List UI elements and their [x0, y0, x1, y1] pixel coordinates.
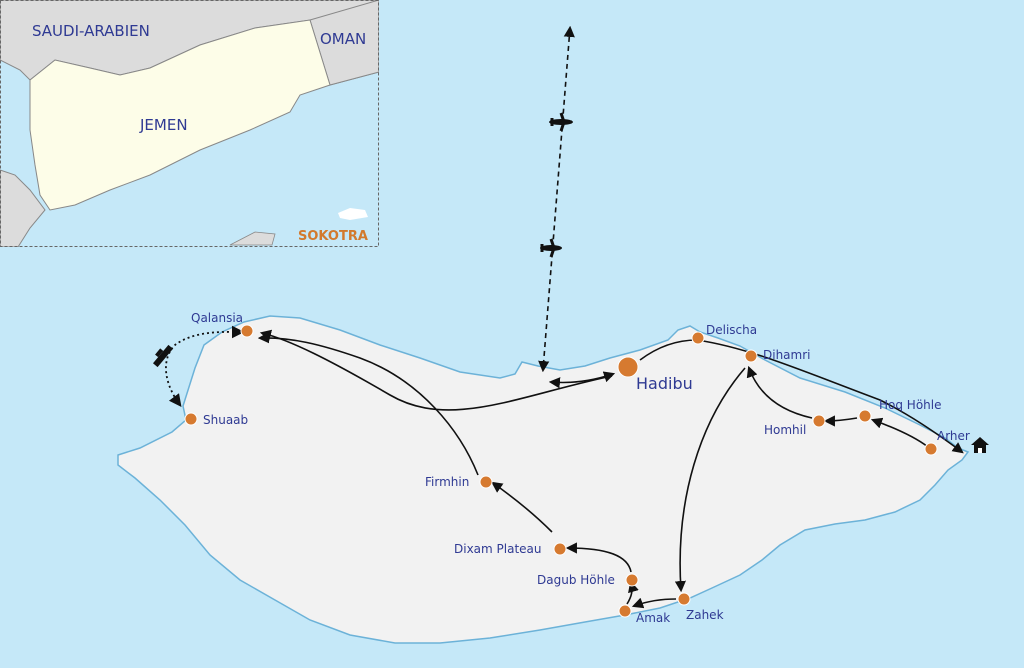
airplane-icon	[549, 112, 573, 132]
sokotra-mini	[338, 208, 368, 220]
inset-map: SAUDI-ARABIEN OMAN JEMEN SOKOTRA	[0, 0, 379, 247]
marker-qalansia[interactable]	[240, 324, 254, 338]
yemen-region	[29, 19, 331, 211]
label-homhil: Homhil	[764, 423, 806, 437]
marker-delischa[interactable]	[691, 331, 705, 345]
label-firmhin: Firmhin	[425, 475, 469, 489]
label-shuaab: Shuaab	[203, 413, 248, 427]
label-dihamri: Dihamri	[763, 348, 811, 362]
label-arher: Arher	[937, 429, 970, 443]
islet-mini	[229, 231, 276, 246]
marker-arher[interactable]	[924, 442, 938, 456]
label-hadibu: Hadibu	[636, 374, 693, 393]
label-oman: OMAN	[320, 30, 366, 48]
label-hoq: Hoq Höhle	[879, 398, 941, 412]
town-labels: Qalansia Shuaab Hadibu Delischa Dihamri …	[191, 311, 970, 625]
town-markers	[184, 324, 938, 618]
label-sokotra: SOKOTRA	[298, 229, 368, 244]
ship-icon	[152, 344, 174, 368]
label-amak: Amak	[636, 611, 670, 625]
sokotra-island	[117, 315, 970, 644]
inset-border	[0, 0, 379, 247]
marker-shuaab[interactable]	[184, 412, 198, 426]
ferry-route	[165, 325, 245, 408]
marker-dixam[interactable]	[553, 542, 567, 556]
africa-region	[0, 169, 46, 247]
marker-firmhin[interactable]	[479, 475, 493, 489]
marker-amak[interactable]	[618, 604, 632, 618]
label-dixam: Dixam Plateau	[454, 542, 542, 556]
flight-route	[538, 25, 575, 373]
marker-dagub[interactable]	[625, 573, 639, 587]
label-delischa: Delischa	[706, 323, 757, 337]
label-zahek: Zahek	[686, 608, 724, 622]
label-qalansia: Qalansia	[191, 311, 243, 325]
marker-homhil[interactable]	[812, 414, 826, 428]
label-dagub: Dagub Höhle	[537, 573, 615, 587]
label-jemen: JEMEN	[139, 116, 188, 134]
marker-hoq[interactable]	[858, 409, 872, 423]
marker-dihamri[interactable]	[744, 349, 758, 363]
marker-zahek[interactable]	[677, 592, 691, 606]
marker-hadibu[interactable]	[617, 356, 639, 378]
home-icon	[971, 437, 989, 453]
label-saudi-arabien: SAUDI-ARABIEN	[32, 22, 150, 40]
airplane-icon	[540, 238, 562, 258]
